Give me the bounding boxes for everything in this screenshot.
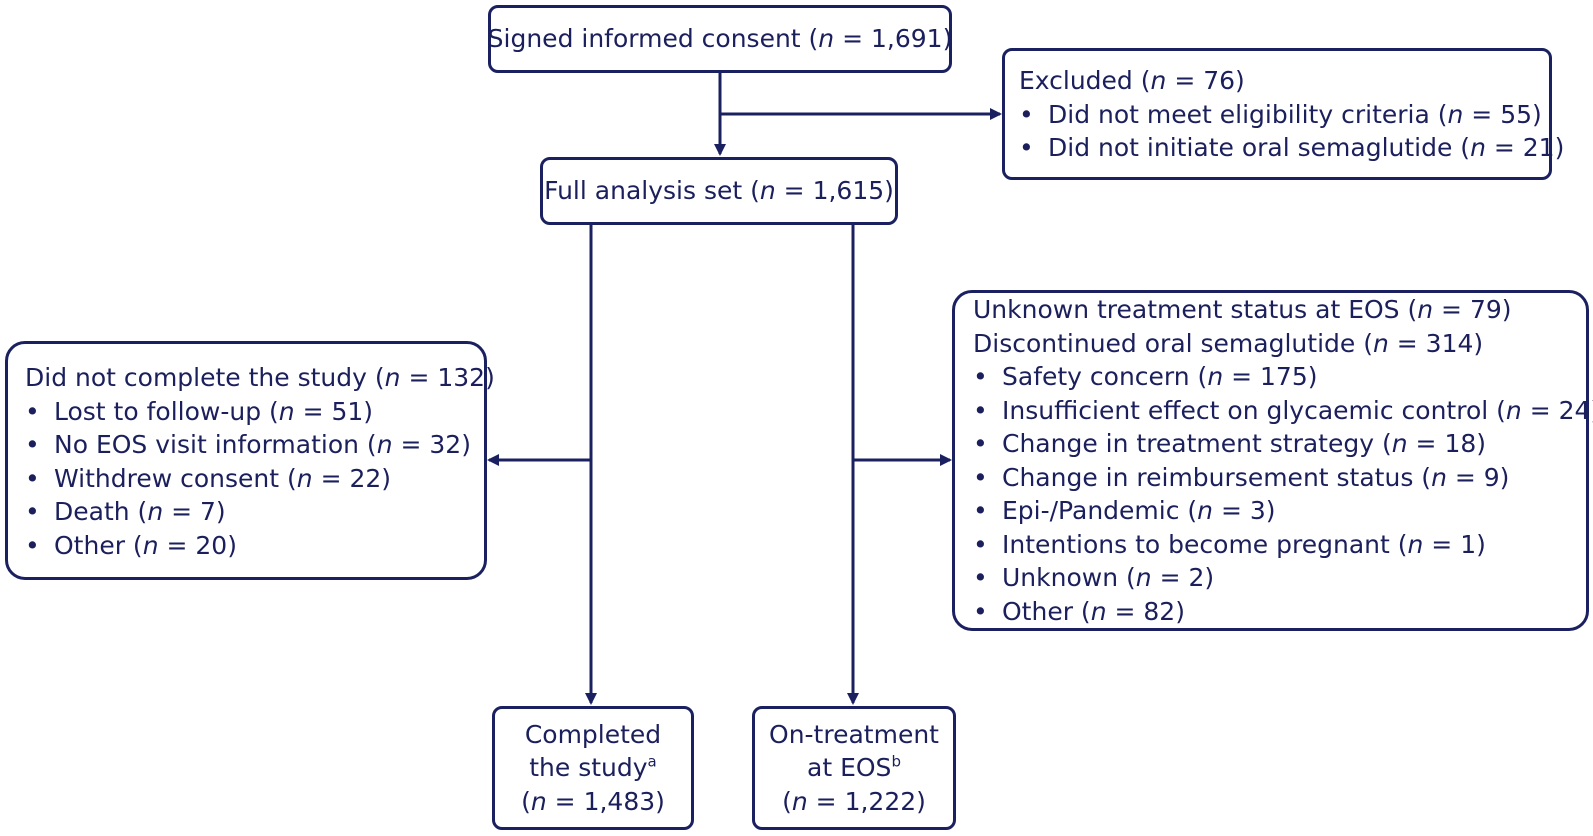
box-signed-consent: Signed informed consent (n = 1,691) — [488, 5, 952, 73]
discontinued-item: •Unknown (n = 2) — [973, 563, 1215, 592]
not-completed-item: •No EOS visit information (n = 32) — [25, 430, 471, 459]
box-on-treatment: On-treatment at EOSb (n = 1,222) — [752, 706, 956, 830]
discontinued-item: •Safety concern (n = 175) — [973, 362, 1318, 391]
fas-text: Full analysis set (n = 1,615) — [544, 176, 894, 206]
excluded-item: •Did not meet eligibility criteria (n = … — [1019, 99, 1542, 129]
on-treatment-text: On-treatment at EOSb (n = 1,222) — [769, 719, 939, 816]
box-did-not-complete: Did not complete the study (n = 132) •Lo… — [5, 341, 495, 580]
not-completed-item: •Lost to follow-up (n = 51) — [25, 396, 374, 426]
box-excluded: Excluded (n = 76) •Did not meet eligibil… — [1002, 48, 1565, 180]
discontinued-item: •Other (n = 82) — [973, 596, 1185, 626]
not-completed-heading: Did not complete the study (n = 132) — [25, 363, 495, 392]
excluded-heading: Excluded (n = 76) — [1019, 66, 1245, 95]
discontinued-item: •Change in reimbursement status (n = 9) — [973, 462, 1510, 492]
not-completed-item: •Other (n = 20) — [25, 530, 237, 560]
box-completed-study: Completed the studya (n = 1,483) — [492, 706, 694, 830]
discontinued-item: •Intentions to become pregnant (n = 1) — [973, 529, 1486, 559]
box-full-analysis-set: Full analysis set (n = 1,615) — [540, 157, 898, 225]
consent-text: Signed informed consent (n = 1,691) — [487, 24, 953, 54]
unknown-status-heading: Unknown treatment status at EOS (n = 79) — [973, 295, 1512, 324]
box-discontinued: Unknown treatment status at EOS (n = 79)… — [952, 290, 1593, 631]
discontinued-heading: Discontinued oral semaglutide (n = 314) — [973, 328, 1484, 358]
excluded-item: •Did not initiate oral semaglutide (n = … — [1019, 133, 1565, 162]
discontinued-item: •Insufficient effect on glycaemic contro… — [973, 395, 1593, 425]
not-completed-item: •Death (n = 7) — [25, 497, 226, 526]
completed-text: Completed the studya (n = 1,483) — [521, 719, 665, 816]
discontinued-item: •Change in treatment strategy (n = 18) — [973, 429, 1487, 458]
discontinued-item: •Epi-/Pandemic (n = 3) — [973, 496, 1276, 525]
not-completed-item: •Withdrew consent (n = 22) — [25, 463, 392, 493]
